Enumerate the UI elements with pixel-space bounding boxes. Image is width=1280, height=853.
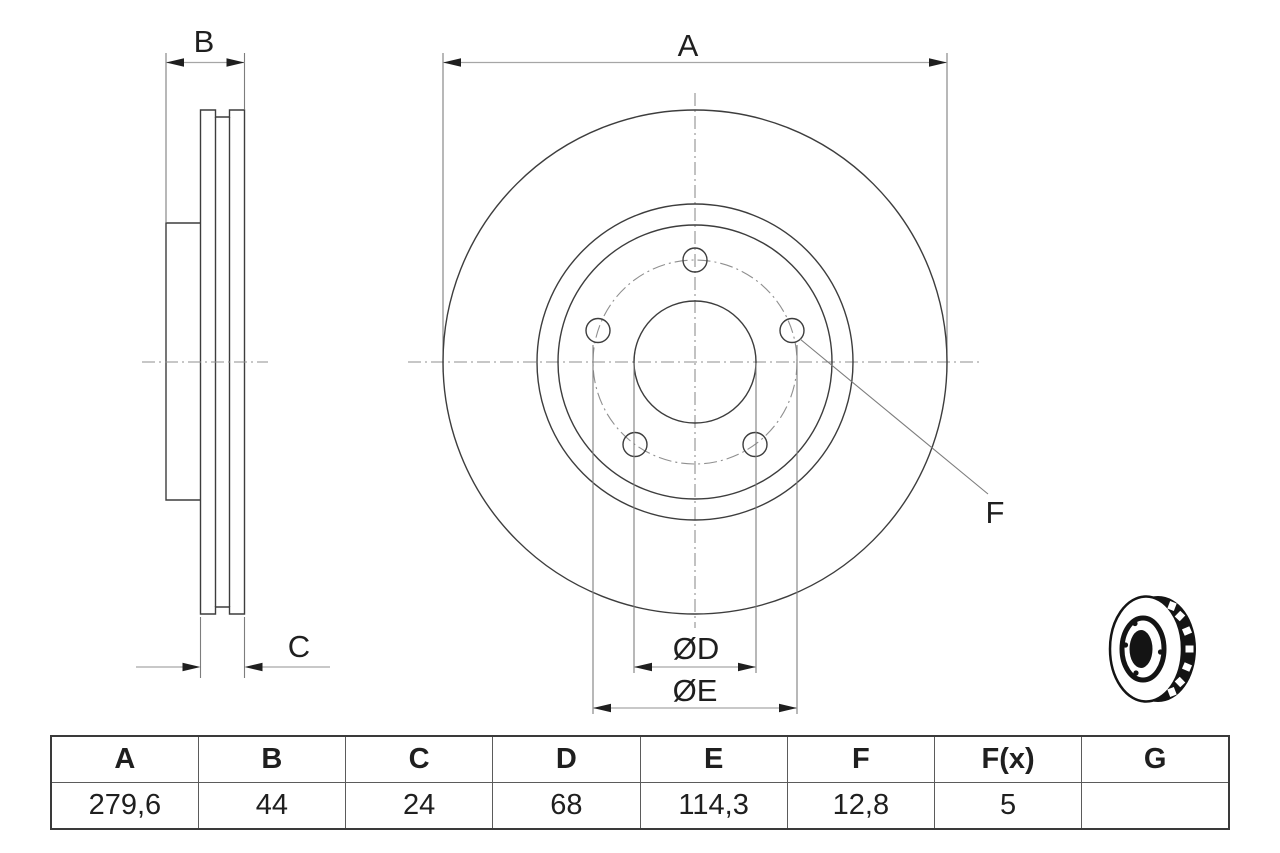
bolt-hole [779, 317, 805, 344]
cross-section-view: B C [136, 24, 330, 678]
table-header-fx: F(x) [933, 735, 1083, 783]
dimension-b: B [165, 24, 246, 222]
hat-circle [557, 224, 833, 500]
table-value-row: 279,6 44 24 68 114,3 12,8 5 [50, 782, 1230, 830]
table-value-fx: 5 [933, 782, 1083, 830]
vented-brake-disc-3d-icon [1108, 595, 1196, 703]
arrowhead-icon [226, 58, 245, 67]
dimension-label-e: ØE [673, 673, 718, 708]
dimension-label-d: ØD [673, 631, 720, 666]
arrowhead-icon [182, 662, 201, 672]
table-header-d: D [492, 735, 641, 783]
bolt-hole [682, 247, 708, 273]
table-header-e: E [639, 735, 788, 783]
arrowhead-icon [166, 58, 184, 67]
bolt-hole [585, 317, 611, 344]
dimension-e: ØE [592, 345, 798, 714]
arrowhead-icon [634, 662, 652, 672]
dimension-label-f: F [986, 495, 1005, 530]
arrowhead-icon [593, 703, 611, 713]
table-value-e: 114,3 [639, 782, 788, 830]
bolt-hole [742, 431, 768, 458]
table-value-a: 279,6 [50, 782, 199, 830]
table-header-f: F [786, 735, 936, 783]
dimension-a: A [442, 28, 948, 372]
table-header-c: C [344, 735, 494, 783]
table-value-b: 44 [197, 782, 347, 830]
arrowhead-icon [443, 58, 461, 67]
dimension-label-a: A [678, 28, 699, 63]
leader-f: F [799, 338, 1005, 530]
bolt-hole [622, 431, 648, 458]
table-header-a: A [50, 735, 199, 783]
table-header-g: G [1081, 735, 1230, 783]
dimension-table: A B C D E F F(x) G 279,6 44 24 68 114,3 … [50, 735, 1230, 830]
vent-slots [1167, 601, 1194, 697]
table-header-b: B [197, 735, 347, 783]
table-value-c: 24 [344, 782, 494, 830]
dimension-label-c: C [288, 629, 310, 664]
arrowhead-icon [244, 662, 263, 672]
table-header-row: A B C D E F F(x) G [50, 735, 1230, 783]
front-view: A F [408, 28, 1004, 714]
table-value-f: 12,8 [786, 782, 936, 830]
arrowhead-icon [738, 662, 756, 672]
dimension-d: ØD [633, 363, 757, 673]
outer-diameter-circle [442, 109, 948, 615]
center-bore-circle [633, 300, 757, 424]
arrowhead-icon [779, 703, 797, 713]
friction-surface-inner-circle [536, 203, 854, 521]
table-value-d: 68 [492, 782, 641, 830]
dimension-c: C [136, 617, 330, 678]
arrowhead-icon [929, 58, 947, 67]
table-value-g [1081, 782, 1230, 830]
dimension-label-b: B [194, 24, 215, 59]
